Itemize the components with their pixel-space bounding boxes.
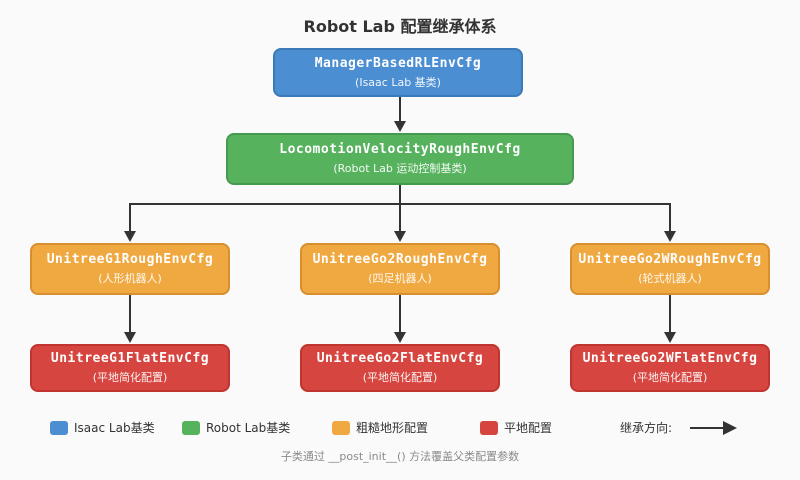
arrow-go2-rough-to-flat-head: [394, 332, 406, 343]
node-unitree-go2w-flat-env-cfg: UnitreeGo2WFlatEnvCfg (平地简化配置): [570, 344, 770, 392]
node-class-name: UnitreeGo2RoughEnvCfg: [312, 252, 488, 267]
node-unitree-g1-flat-env-cfg: UnitreeG1FlatEnvCfg (平地简化配置): [30, 344, 230, 392]
node-subtitle: (平地简化配置): [362, 371, 438, 384]
connector-base-stem: [399, 185, 401, 204]
legend-direction-arrow-head: [723, 421, 737, 435]
arrow-branch-right-line: [669, 203, 671, 231]
arrow-go2w-rough-to-flat-line: [669, 295, 671, 332]
page-title: Robot Lab 配置继承体系: [303, 17, 497, 36]
node-class-name: UnitreeG1FlatEnvCfg: [50, 351, 210, 366]
arrow-go2-rough-to-flat-line: [399, 295, 401, 332]
node-class-name: LocomotionVelocityRoughEnvCfg: [279, 142, 521, 157]
arrow-branch-left-head: [124, 231, 136, 242]
node-class-name: UnitreeGo2WFlatEnvCfg: [582, 351, 758, 366]
arrow-branch-center-line: [399, 203, 401, 231]
node-subtitle: (Robot Lab 运动控制基类): [333, 162, 467, 175]
node-subtitle: (平地简化配置): [92, 371, 168, 384]
legend-label-robot-lab: Robot Lab基类: [206, 421, 291, 435]
arrow-root-to-base-line: [399, 97, 401, 122]
node-class-name: UnitreeGo2FlatEnvCfg: [316, 351, 484, 366]
node-class-name: UnitreeGo2WRoughEnvCfg: [578, 252, 762, 267]
node-subtitle: (平地简化配置): [632, 371, 708, 384]
node-unitree-g1-rough-env-cfg: UnitreeG1RoughEnvCfg (人形机器人): [30, 243, 230, 295]
legend-direction-arrow-line: [690, 427, 724, 429]
node-subtitle: (人形机器人): [98, 272, 162, 285]
legend-swatch-flat: [480, 421, 498, 435]
legend-label-flat: 平地配置: [504, 421, 553, 435]
node-class-name: ManagerBasedRLEnvCfg: [314, 55, 482, 71]
legend-label-isaac-lab: Isaac Lab基类: [74, 421, 155, 435]
node-manager-based-rl-env-cfg: ManagerBasedRLEnvCfg (Isaac Lab 基类): [273, 48, 523, 97]
arrow-g1-rough-to-flat-head: [124, 332, 136, 343]
node-unitree-go2w-rough-env-cfg: UnitreeGo2WRoughEnvCfg (轮式机器人): [570, 243, 770, 295]
legend-label-rough: 粗糙地形配置: [356, 421, 429, 435]
node-subtitle: (轮式机器人): [638, 272, 702, 285]
arrow-g1-rough-to-flat-line: [129, 295, 131, 332]
arrow-branch-center-head: [394, 231, 406, 242]
footnote: 子类通过 __post_init__() 方法覆盖父类配置参数: [280, 450, 520, 463]
node-class-name: UnitreeG1RoughEnvCfg: [46, 252, 214, 267]
arrow-branch-left-line: [129, 203, 131, 231]
node-unitree-go2-rough-env-cfg: UnitreeGo2RoughEnvCfg (四足机器人): [300, 243, 500, 295]
node-unitree-go2-flat-env-cfg: UnitreeGo2FlatEnvCfg (平地简化配置): [300, 344, 500, 392]
node-subtitle: (Isaac Lab 基类): [355, 75, 441, 89]
arrow-branch-right-head: [664, 231, 676, 242]
node-subtitle: (四足机器人): [368, 272, 432, 285]
legend-direction-label: 继承方向:: [620, 421, 673, 435]
node-locomotion-velocity-rough-env-cfg: LocomotionVelocityRoughEnvCfg (Robot Lab…: [226, 133, 574, 185]
legend-swatch-robot-lab: [182, 421, 200, 435]
legend-swatch-isaac-lab: [50, 421, 68, 435]
arrow-root-to-base-head: [394, 121, 406, 132]
arrow-go2w-rough-to-flat-head: [664, 332, 676, 343]
legend-swatch-rough: [332, 421, 350, 435]
